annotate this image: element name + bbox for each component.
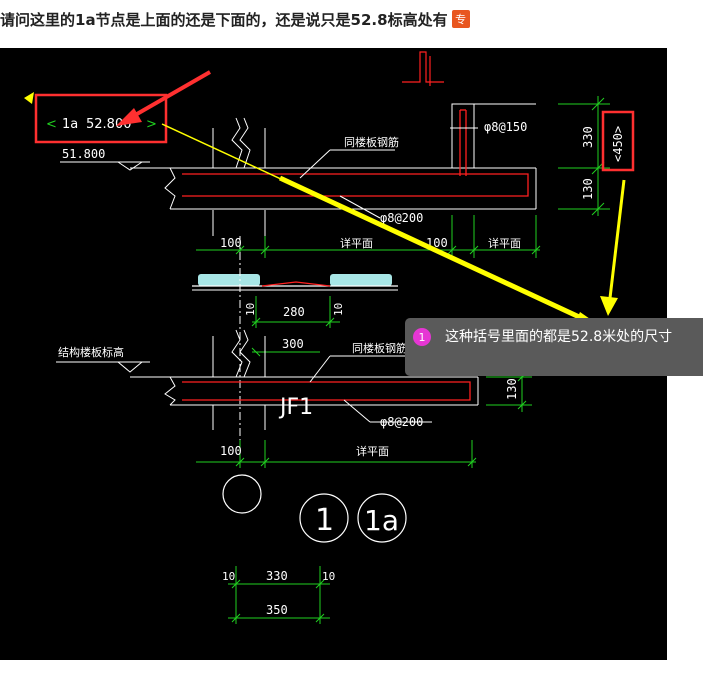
dim-300: 300 bbox=[282, 337, 304, 351]
label-jf1: JF1 bbox=[278, 395, 313, 420]
middle-dim-300 bbox=[251, 347, 320, 357]
elevation-marker-upper bbox=[60, 161, 150, 171]
dim-100-lower: 100 bbox=[220, 444, 242, 458]
red-arrow-icon bbox=[116, 70, 211, 126]
yellow-arrow-diagonal-icon bbox=[161, 123, 606, 330]
bot-350: 350 bbox=[266, 603, 288, 617]
lower-horizontal-dims bbox=[196, 440, 477, 468]
svg-text:<: < bbox=[46, 117, 57, 132]
tooltip-number-badge[interactable]: 1 bbox=[413, 328, 431, 346]
circle-1a-label: 1a bbox=[364, 504, 399, 537]
callout-tag: 1a bbox=[62, 117, 78, 132]
dim-10-right: 10 bbox=[332, 303, 345, 316]
label-rebar-vertical: φ8@150 bbox=[484, 120, 527, 134]
bot-330: 330 bbox=[266, 569, 288, 583]
svg-text:>: > bbox=[146, 117, 157, 132]
right-dims-upper bbox=[558, 96, 610, 216]
upper-rebar bbox=[182, 109, 529, 197]
cyan-panels bbox=[192, 274, 398, 291]
dim-10-left: 10 bbox=[244, 303, 257, 316]
bracket-dim: <450> bbox=[611, 126, 625, 162]
lower-slab bbox=[130, 376, 479, 406]
callout-box: < > bbox=[34, 93, 168, 144]
detail-circle-1 bbox=[299, 493, 349, 543]
dim-100-upper-left: 100 bbox=[220, 236, 242, 250]
zhuan-badge-icon[interactable]: 专 bbox=[451, 10, 470, 28]
dim-330: 330 bbox=[581, 126, 595, 148]
cad-drawing-svg: 51.800 < > 1a 52.800 同楼板钢筋 φ8@150 φ8@200 bbox=[24, 51, 635, 624]
callout-elevation: 52.800 bbox=[86, 117, 132, 132]
yellow-pointer-icon bbox=[24, 92, 34, 104]
bottom-dims bbox=[228, 566, 330, 624]
dim-130-lower: 130 bbox=[505, 378, 519, 400]
yellow-arrow-down-icon bbox=[600, 179, 626, 316]
axis-circle bbox=[222, 474, 262, 514]
bot-10-left: 10 bbox=[222, 570, 235, 583]
bot-10-right: 10 bbox=[322, 570, 335, 583]
dim-280: 280 bbox=[283, 305, 305, 319]
detail-lower: 详平面 bbox=[356, 444, 389, 458]
upper-horizontal-dims bbox=[196, 215, 541, 258]
middle-dims-280 bbox=[251, 296, 340, 328]
upper-slab bbox=[130, 103, 537, 210]
detail-left-upper: 详平面 bbox=[340, 236, 373, 250]
annotation-tooltip[interactable]: 1 这种括号里面的都是52.8米处的尺寸 bbox=[405, 318, 703, 376]
label-slab-rebar-lower: 同楼板钢筋 bbox=[352, 341, 407, 355]
dim-130-upper: 130 bbox=[581, 178, 595, 200]
circle-1-label: 1 bbox=[315, 503, 334, 538]
tooltip-text: 这种括号里面的都是52.8米处的尺寸 bbox=[445, 329, 673, 345]
lower-rebar bbox=[182, 381, 471, 401]
label-slab-rebar-upper: 同楼板钢筋 bbox=[344, 135, 399, 149]
question-text: 请问这里的1a节点是上面的还是下面的，还是说只是52.8标高处有 bbox=[0, 10, 448, 29]
lower-column bbox=[212, 329, 266, 430]
detail-circle-1a bbox=[357, 493, 407, 543]
top-red-symbol bbox=[402, 51, 444, 86]
label-rebar-upper: φ8@200 bbox=[380, 211, 423, 225]
elevation-marker-lower bbox=[56, 361, 150, 373]
bracket-dim-box bbox=[601, 110, 635, 172]
upper-column bbox=[212, 117, 266, 236]
question-line: 请问这里的1a节点是上面的还是下面的，还是说只是52.8标高处有 专 bbox=[0, 8, 470, 30]
elevation-upper-label: 51.800 bbox=[62, 147, 105, 161]
label-rebar-lower: φ8@200 bbox=[380, 415, 423, 429]
detail-right-upper: 详平面 bbox=[488, 236, 521, 250]
label-structural-elev: 结构楼板标高 bbox=[58, 345, 124, 359]
